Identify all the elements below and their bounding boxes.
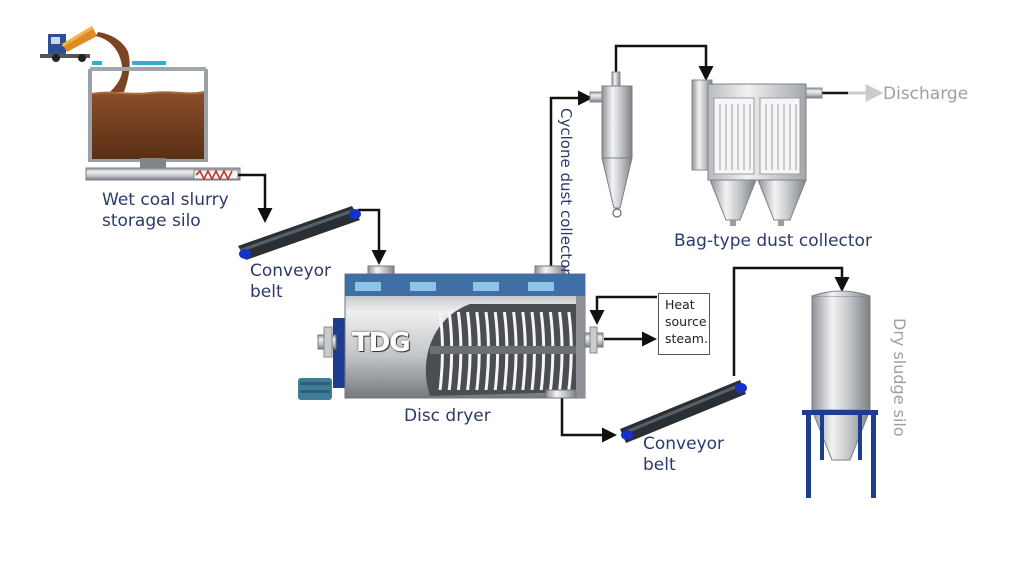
- flow-lines: [238, 44, 850, 443]
- discharge-label: Discharge: [883, 84, 969, 104]
- disc-dryer: [298, 265, 604, 400]
- dryer-logo-text: TDG: [352, 328, 411, 358]
- cyclone-label: Cyclone dust collector: [557, 108, 575, 275]
- conveyor-belt-1: [238, 206, 361, 260]
- heat-source-box: Heat source steam.: [658, 293, 710, 355]
- dry-sludge-silo: [802, 290, 878, 498]
- heat-line-1: Heat: [665, 297, 695, 312]
- conveyor-belt-2-label: Conveyor belt: [643, 434, 725, 475]
- heat-line-2: source: [665, 314, 707, 329]
- disc-dryer-label: Disc dryer: [404, 406, 491, 426]
- bag-collector-label: Bag-type dust collector: [674, 231, 872, 251]
- bag-type-dust-collector: [691, 79, 823, 226]
- conveyor-belt-2: [620, 380, 747, 443]
- heat-line-3: steam.: [665, 331, 708, 346]
- conveyor-belt-1-label: Conveyor belt: [250, 261, 332, 302]
- wet-coal-slurry-silo: [40, 26, 241, 181]
- dry-sludge-silo-label: Dry sludge silo: [890, 318, 909, 437]
- wet-silo-label: Wet coal slurry storage silo: [102, 190, 229, 231]
- cyclone-dust-collector: [589, 71, 633, 218]
- dump-truck-icon: [40, 26, 97, 62]
